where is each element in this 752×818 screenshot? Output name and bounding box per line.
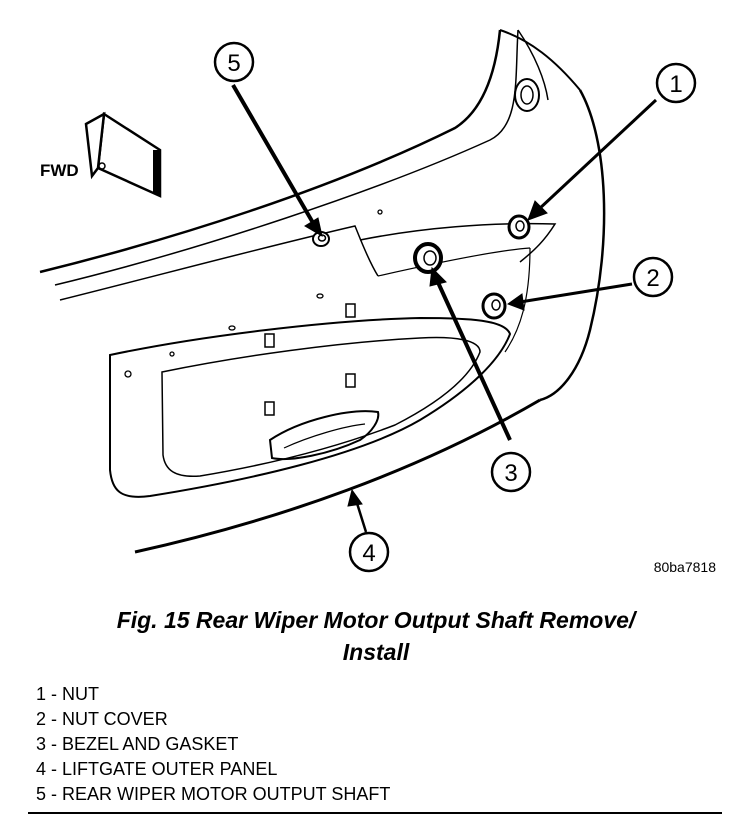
bottom-divider	[28, 812, 722, 814]
callout-5: 5	[213, 41, 255, 83]
legend-item-rear-wiper-motor-output-shaft: 5 - REAR WIPER MOTOR OUTPUT SHAFT	[36, 784, 391, 804]
fwd-label: FWD	[40, 161, 79, 180]
nut	[507, 214, 531, 240]
callout-3: 3	[490, 451, 532, 493]
fwd-arrow-panel	[96, 111, 162, 198]
recess-lower-line	[377, 247, 531, 277]
liftgate-bottom-edge	[134, 398, 541, 554]
image-code: 80ba7818	[654, 559, 717, 575]
liftgate-diagram: FWD	[39, 29, 717, 575]
roof-edge-line	[39, 29, 502, 274]
hinge-grommet	[514, 78, 540, 112]
liftgate-handle	[268, 410, 380, 461]
fwd-arrow-panel-edge	[84, 111, 106, 180]
legend-item-nut: 1 - NUT	[36, 684, 99, 704]
callout-4-label: 4	[362, 540, 375, 567]
fwd-direction-marker: FWD	[40, 111, 162, 198]
liftgate-right-edge	[539, 89, 606, 402]
callout-2: 2	[632, 256, 674, 298]
figure-caption: Fig. 15 Rear Wiper Motor Output Shaft Re…	[0, 604, 752, 668]
legend-item-nut-cover: 2 - NUT COVER	[36, 709, 168, 729]
nut-cover	[481, 292, 507, 320]
liftgate-outer-panel	[39, 29, 606, 554]
license-plate-recess-inner	[161, 336, 481, 478]
legend-item-bezel-and-gasket: 3 - BEZEL AND GASKET	[36, 734, 239, 754]
caption-line-1: Fig. 15 Rear Wiper Motor Output Shaft Re…	[116, 607, 636, 633]
caption-line-2: Install	[342, 639, 410, 665]
license-plate-recess-outer	[109, 316, 512, 498]
pillar-line-inner	[517, 29, 549, 101]
parts-legend: 1 - NUT 2 - NUT COVER 3 - BEZEL AND GASK…	[36, 682, 390, 807]
pillar-line	[499, 29, 581, 91]
callout-1-label: 1	[669, 71, 682, 98]
callout-4: 4	[348, 531, 390, 573]
callout-1: 1	[655, 62, 697, 104]
upper-panel-crease	[59, 225, 379, 301]
callout-2-label: 2	[646, 265, 659, 292]
leader-arrows	[231, 83, 658, 533]
callout-5-label: 5	[227, 50, 240, 77]
callout-3-label: 3	[504, 460, 517, 487]
recess-right-line	[504, 247, 531, 353]
legend-item-liftgate-outer-panel: 4 - LIFTGATE OUTER PANEL	[36, 759, 278, 779]
bezel-and-gasket	[413, 242, 443, 274]
